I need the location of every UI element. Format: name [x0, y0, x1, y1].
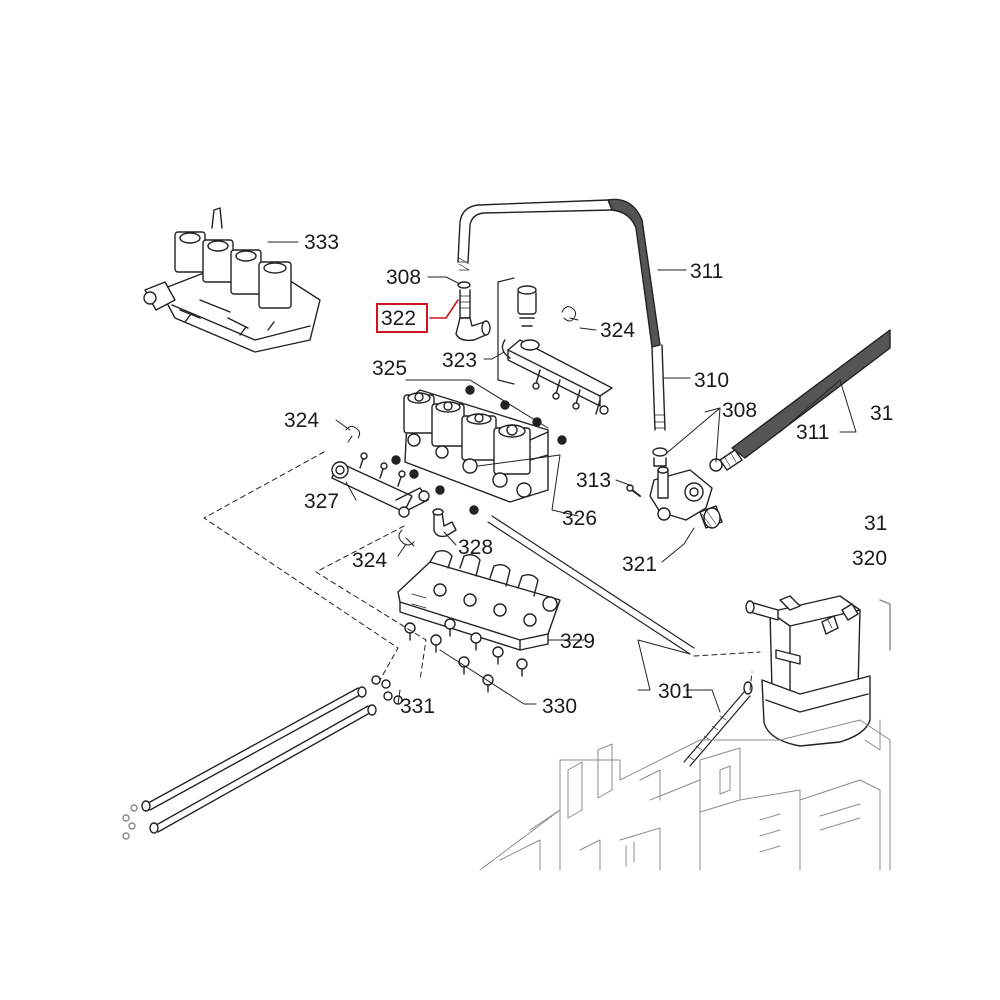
- base-plate-329: [397, 549, 561, 651]
- callout-328: 328: [458, 536, 494, 559]
- callout-324-left: 324: [284, 409, 320, 432]
- valve-block-assembly-333: [143, 207, 321, 353]
- rods-331: [122, 675, 403, 840]
- callout-313: 313: [576, 469, 612, 492]
- callout-327: 327: [304, 490, 340, 513]
- callout-325: 325: [372, 357, 408, 380]
- callout-329: 329: [560, 630, 596, 653]
- elbow-fitting-322: [455, 317, 491, 342]
- callout-310: 310: [694, 369, 730, 392]
- callout-311-upper: 311: [690, 260, 724, 283]
- solenoid-valves-325: [403, 389, 549, 503]
- callout-333: 333: [304, 231, 340, 254]
- water-tank: [745, 595, 891, 747]
- callout-301: 301: [658, 680, 694, 703]
- callout-320: 320: [852, 547, 888, 570]
- callout-311-right: 311: [796, 421, 830, 444]
- assembly-dashes: [203, 451, 761, 691]
- hose-311-310: [457, 198, 666, 431]
- callout-324-lower: 324: [352, 549, 388, 572]
- callout-321: 321: [622, 553, 658, 576]
- callout-324-upper: 324: [600, 319, 636, 342]
- clip-324-left: [345, 425, 361, 443]
- leader-lines: [267, 241, 857, 713]
- clip-324-upper: [561, 306, 579, 322]
- callout-326: 326: [562, 507, 598, 530]
- o-rings: [391, 385, 567, 515]
- manifold-327: [331, 452, 430, 518]
- fitting-321: [626, 466, 723, 529]
- callout-31-right-upper: 31: [870, 402, 894, 425]
- callout-308-lower: 308: [722, 399, 758, 422]
- screws-330: [404, 618, 528, 693]
- clip-324-lower: [398, 529, 415, 547]
- manifold-323: [497, 277, 613, 415]
- elbow-328: [432, 508, 457, 538]
- tube-301: [487, 515, 753, 767]
- callout-331: 331: [400, 695, 436, 718]
- callout-308-upper: 308: [386, 266, 422, 289]
- lower-housing: [479, 719, 891, 871]
- callout-322: 322: [381, 307, 417, 330]
- hose-311-right: [709, 329, 891, 472]
- highlight-box-322: [376, 303, 428, 333]
- callout-330: 330: [542, 695, 578, 718]
- callout-31-right-mid: 31: [864, 512, 888, 535]
- callout-323: 323: [442, 349, 478, 372]
